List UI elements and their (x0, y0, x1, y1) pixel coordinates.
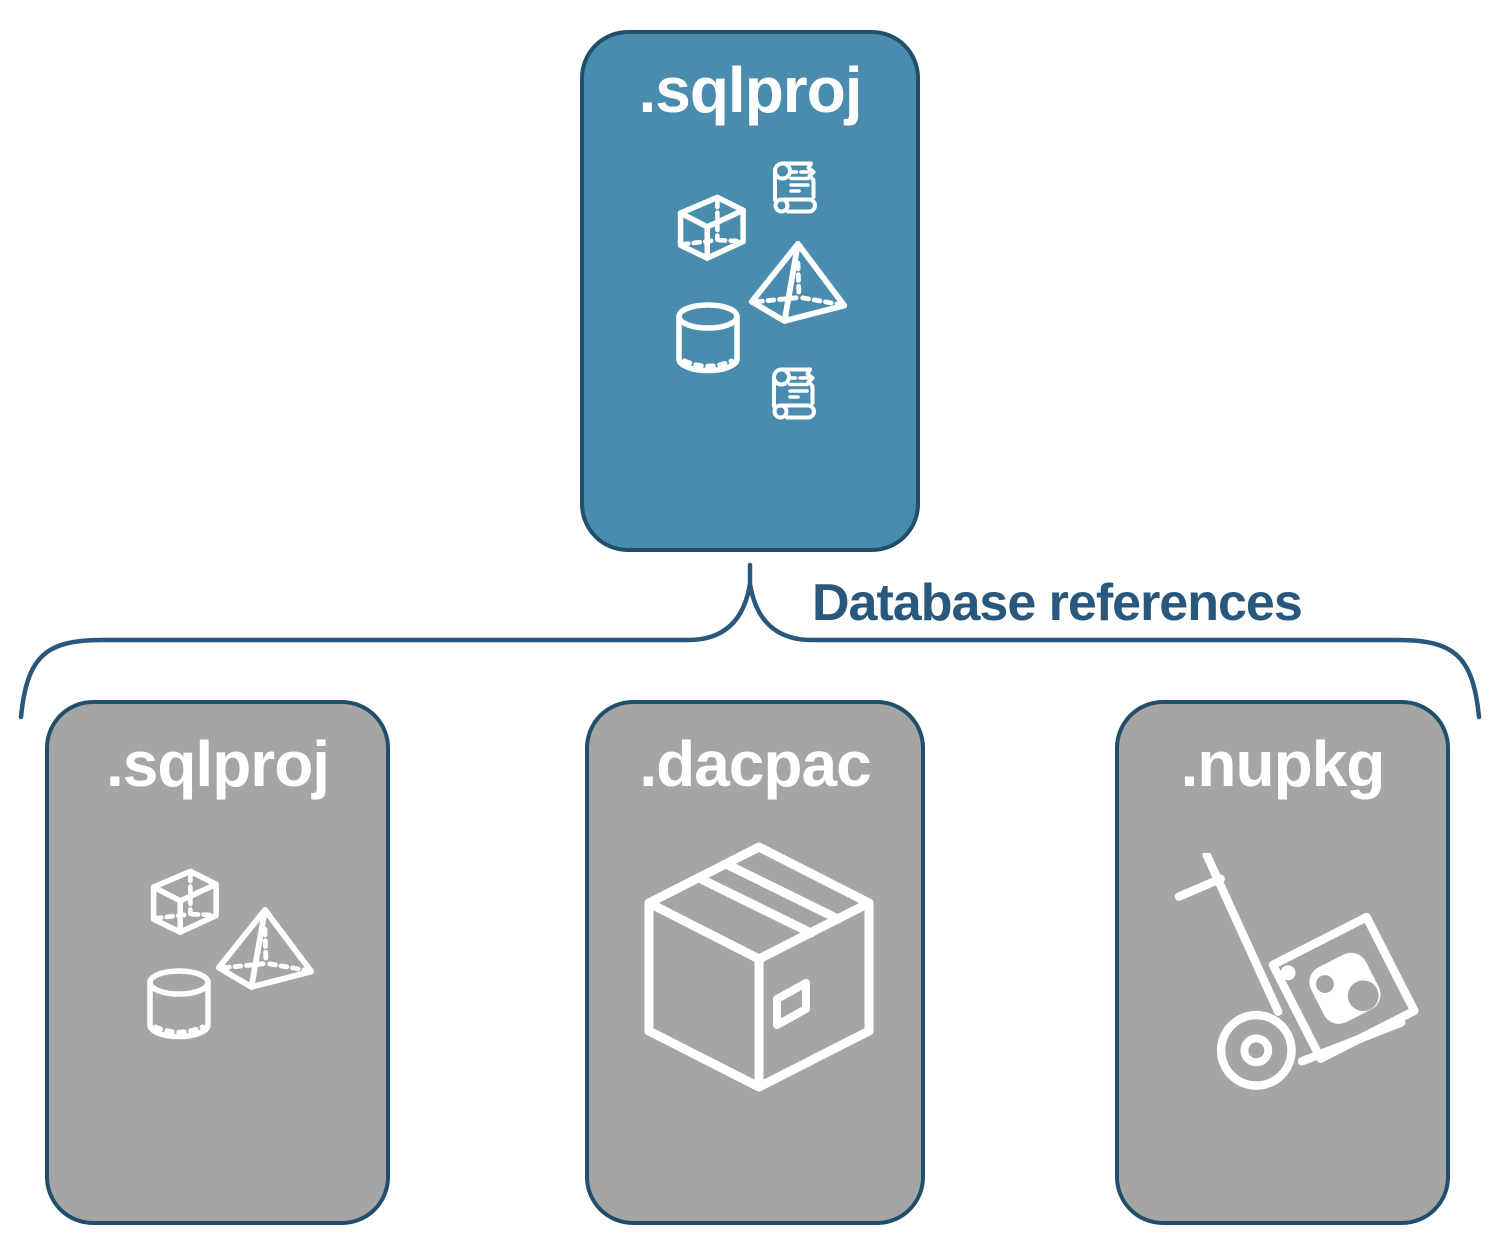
source-card-title: .sqlproj (638, 54, 862, 126)
target-card-sqlproj: .sqlproj (45, 700, 390, 1225)
cylinder-icon (143, 968, 215, 1046)
target-card-nupkg: .nupkg (1115, 700, 1450, 1225)
source-card-sqlproj: .sqlproj (580, 30, 920, 552)
target-card-dacpac: .dacpac (585, 700, 925, 1225)
sql-script-scroll-icon (766, 156, 826, 214)
database-references-label: Database references (812, 574, 1303, 632)
hand-truck-package-icon (1173, 852, 1419, 1092)
brace-connector (18, 562, 1482, 720)
target-card-title: .dacpac (639, 728, 871, 800)
pyramid-icon (211, 900, 317, 992)
target-card-title: .sqlproj (105, 728, 330, 800)
pyramid-icon (744, 234, 850, 326)
cube-icon (664, 178, 756, 272)
sql-script-scroll-icon (765, 362, 825, 420)
cylinder-icon (672, 302, 744, 380)
package-box-icon (639, 832, 879, 1096)
target-card-title: .nupkg (1180, 728, 1386, 800)
